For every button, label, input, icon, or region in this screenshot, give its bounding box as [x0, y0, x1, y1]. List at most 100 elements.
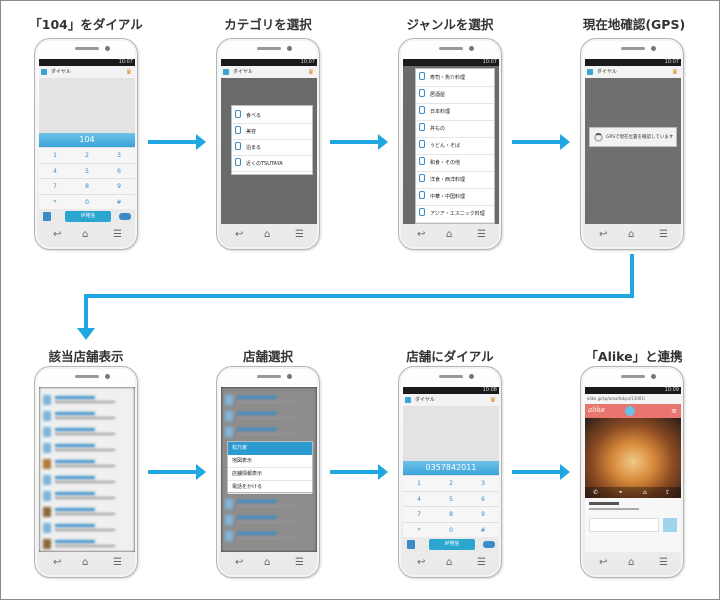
genre-item[interactable]: 居酒屋	[416, 87, 494, 104]
contacts-icon[interactable]	[407, 540, 415, 549]
genre-item[interactable]: アジア・エスニック料理	[416, 206, 494, 223]
back-icon[interactable]: ↩	[417, 557, 426, 568]
call-button[interactable]: IP発信	[65, 211, 111, 222]
store-menu-item[interactable]: 店舗情報表示	[228, 468, 312, 481]
backspace-icon[interactable]	[119, 213, 131, 220]
map-pin-icon[interactable]: ⌖	[619, 489, 623, 496]
key[interactable]: 5	[435, 490, 467, 507]
contacts-icon[interactable]	[43, 212, 51, 221]
menu-icon[interactable]: ☰	[659, 557, 668, 568]
home-icon[interactable]: ⌂	[82, 229, 89, 240]
category-item[interactable]: 食べる	[232, 108, 312, 124]
crown-icon: ♛	[307, 68, 314, 76]
home-icon[interactable]: ⌂	[446, 229, 453, 240]
back-icon[interactable]: ↩	[235, 229, 244, 240]
list-item[interactable]	[43, 473, 131, 487]
key[interactable]: 0	[435, 521, 467, 538]
home-icon[interactable]: ⌂	[264, 557, 271, 568]
menu-icon[interactable]: ☰	[659, 229, 668, 240]
key[interactable]: 6	[467, 490, 499, 507]
list-item[interactable]	[43, 505, 131, 519]
genre-item[interactable]: 洋食・西洋料理	[416, 172, 494, 189]
store-menu-item[interactable]: 電話をかける	[228, 481, 312, 494]
app-icon	[223, 69, 229, 75]
back-icon[interactable]: ↩	[53, 229, 62, 240]
key[interactable]: 9	[467, 506, 499, 522]
phone-speaker	[621, 375, 645, 378]
phone-gps: 10:07 ダイヤル♛ GPSで現在位置を確認しています ↩ ⌂ ☰	[580, 38, 684, 250]
key[interactable]: 5	[71, 162, 103, 179]
menu-icon[interactable]: ☰	[113, 229, 122, 240]
home-icon[interactable]: ⌂	[82, 557, 89, 568]
list-item[interactable]	[43, 489, 131, 503]
menu-icon[interactable]: ☰	[295, 229, 304, 240]
arrow-right	[148, 134, 206, 150]
back-icon[interactable]: ↩	[53, 557, 62, 568]
key[interactable]: 7	[403, 506, 435, 522]
key[interactable]: *	[403, 521, 435, 538]
back-icon[interactable]: ↩	[417, 229, 426, 240]
key[interactable]: 2	[71, 147, 103, 163]
list-item[interactable]	[43, 393, 131, 407]
url-bar[interactable]: alike.jp/sp/area/tokyo/13001/	[585, 394, 681, 404]
key[interactable]: 8	[435, 506, 467, 522]
key[interactable]: *	[39, 193, 71, 210]
avatar[interactable]	[625, 406, 635, 416]
category-item[interactable]: 泊まる	[232, 140, 312, 156]
key[interactable]: 8	[71, 178, 103, 194]
share-icon[interactable]: ⇪	[665, 489, 671, 496]
home-icon[interactable]: ⌂	[643, 489, 647, 496]
key[interactable]: 1	[403, 475, 435, 491]
list-item[interactable]	[43, 457, 131, 471]
nav-bar: ↩ ⌂ ☰	[35, 221, 139, 249]
key[interactable]: 0	[71, 193, 103, 210]
keypad: 1 2 3 4 5 6 7 8 9 * 0 #	[39, 147, 135, 209]
list-item[interactable]	[43, 521, 131, 535]
home-icon[interactable]: ⌂	[264, 229, 271, 240]
app-title: ダイヤル	[415, 397, 435, 403]
home-icon[interactable]: ⌂	[446, 557, 453, 568]
genre-item[interactable]: 和食・その他	[416, 155, 494, 172]
genre-item[interactable]: 丼もの	[416, 121, 494, 138]
key[interactable]: 2	[435, 475, 467, 491]
back-icon[interactable]: ↩	[235, 557, 244, 568]
home-icon[interactable]: ⌂	[628, 229, 635, 240]
arrow-right	[148, 464, 206, 480]
key[interactable]: 1	[39, 147, 71, 163]
list-item[interactable]	[43, 409, 131, 423]
list-item[interactable]	[43, 425, 131, 439]
key[interactable]: 3	[467, 475, 499, 491]
category-item[interactable]: 近くのTSUTAYA	[232, 156, 312, 172]
genre-item[interactable]: 寿司・魚介料理	[416, 70, 494, 87]
home-icon[interactable]: ⌂	[628, 557, 635, 568]
genre-item[interactable]: うどん・そば	[416, 138, 494, 155]
menu-icon[interactable]: ☰	[113, 557, 122, 568]
menu-icon[interactable]: ☰	[477, 557, 486, 568]
list-item[interactable]	[43, 441, 131, 455]
store-menu-item[interactable]: 地図表示	[228, 455, 312, 468]
key[interactable]: 3	[103, 147, 135, 163]
key[interactable]: #	[103, 193, 135, 210]
back-icon[interactable]: ↩	[599, 229, 608, 240]
genre-item[interactable]: 中華・中国料理	[416, 189, 494, 206]
key[interactable]: 4	[403, 490, 435, 507]
genre-item[interactable]: 日本料理	[416, 104, 494, 121]
crown-icon: ♛	[125, 68, 132, 76]
back-icon[interactable]: ↩	[599, 557, 608, 568]
key[interactable]: 4	[39, 162, 71, 179]
category-item[interactable]: 美容	[232, 124, 312, 140]
key[interactable]: 9	[103, 178, 135, 194]
call-button[interactable]: IP発信	[429, 539, 475, 550]
menu-icon[interactable]: ☰	[295, 557, 304, 568]
crown-icon: ♛	[671, 68, 678, 76]
genre-label: 寿司・魚介料理	[430, 75, 466, 81]
backspace-icon[interactable]	[483, 541, 495, 548]
phone-icon[interactable]: ✆	[593, 489, 599, 496]
key[interactable]: #	[467, 521, 499, 538]
key[interactable]: 7	[39, 178, 71, 194]
menu-icon[interactable]: ☰	[477, 229, 486, 240]
list-item[interactable]	[43, 537, 131, 551]
info-button[interactable]	[663, 518, 677, 532]
key[interactable]: 6	[103, 162, 135, 179]
menu-icon[interactable]: ≡	[671, 407, 677, 415]
